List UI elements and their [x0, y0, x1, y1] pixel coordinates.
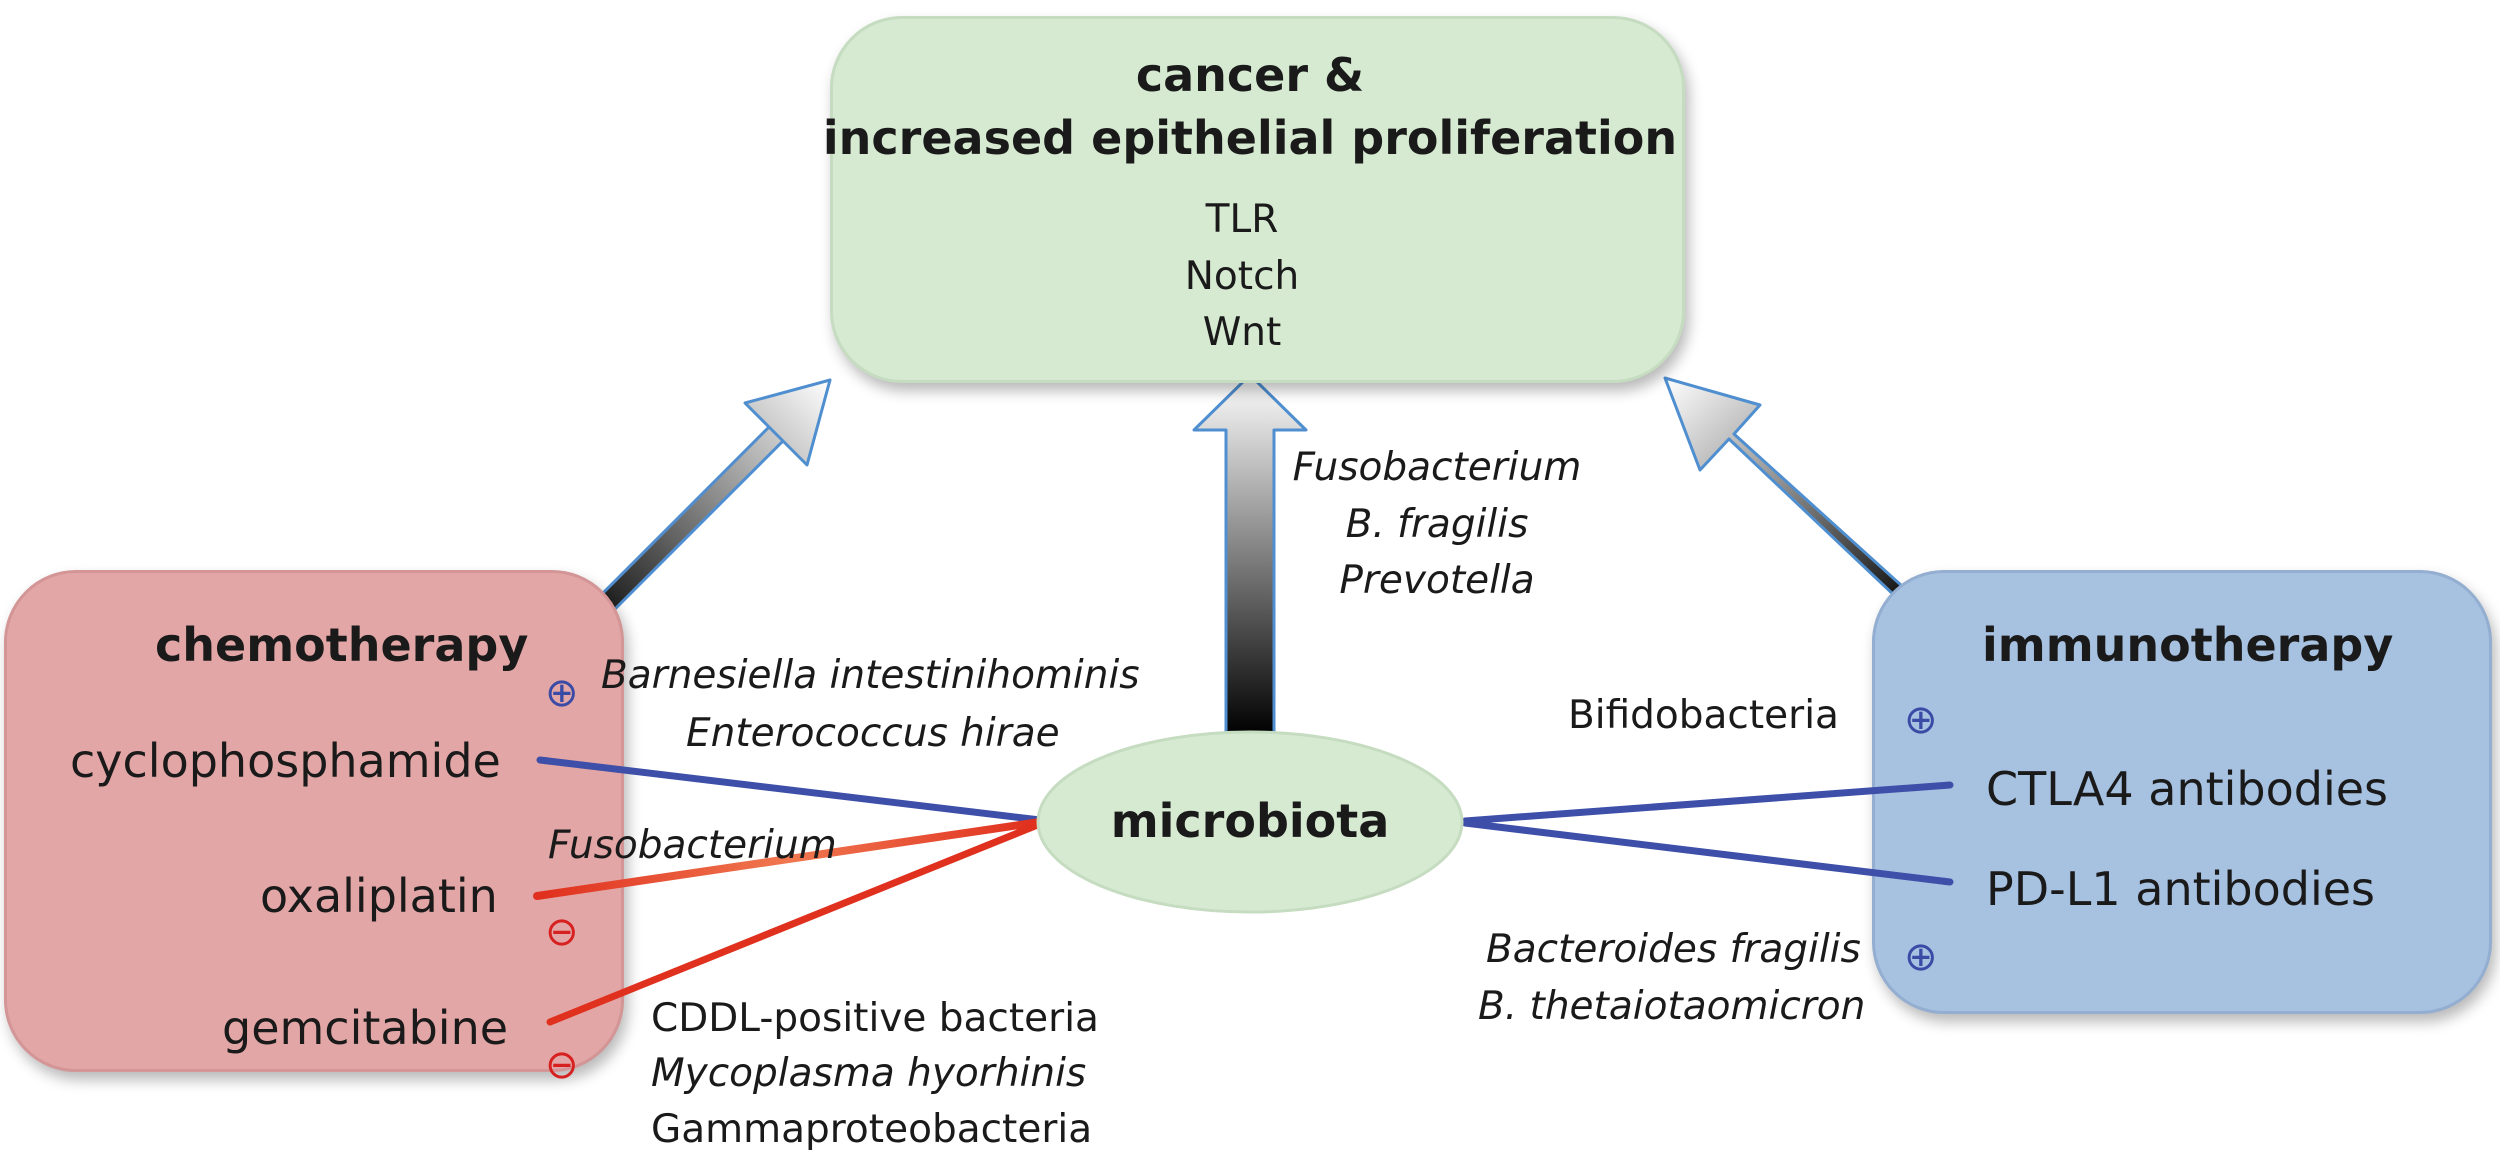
- immunotherapy-box: [1872, 570, 2492, 1014]
- bacteria-barnesiella: Barnesiella intestinihominis: [601, 653, 1140, 698]
- bacteria-gammaproteobacteria: Gammaproteobacteria: [651, 1107, 1093, 1152]
- microbiota-ellipse: [1036, 730, 1464, 914]
- arrow-immuno-to-cancer: [1663, 376, 1925, 617]
- arrow-chemo-to-cancer: [574, 378, 832, 636]
- immunotherapy-title: immunotherapy: [1982, 618, 2394, 672]
- bacteria-fusobacterium-oxaliplatin: Fusobacterium: [548, 823, 837, 868]
- plus-icon-ctla4: ⊕: [1904, 697, 1938, 743]
- bacteria-bifidobacteria: Bifidobacteria: [1568, 693, 1839, 738]
- chemotherapy-box: [4, 570, 624, 1072]
- bacteria-b-fragilis: B. fragilis: [1345, 502, 1529, 547]
- arrow-microbiota-to-pdl1: [1461, 819, 1954, 886]
- plus-icon-pdl1: ⊕: [1904, 934, 1938, 980]
- arrow-microbiota-to-gemcitabine: [546, 820, 1044, 1026]
- pathway-wnt: Wnt: [1202, 310, 1282, 355]
- arrow-microbiota-to-cyclophosphamide: [536, 756, 1044, 824]
- chemotherapy-title: chemotherapy: [155, 618, 529, 672]
- bacteria-enterococcus-hirae: Enterococcus hirae: [686, 711, 1060, 756]
- bacteria-bacteroides-fragilis: Bacteroides fragilis: [1486, 927, 1861, 972]
- pathway-notch: Notch: [1184, 254, 1300, 299]
- drug-gemcitabine: gemcitabine: [222, 1001, 509, 1055]
- bacteria-cddl-positive: CDDL-positive bacteria: [651, 996, 1099, 1041]
- drug-cyclophosphamide: cyclophosphamide: [70, 734, 501, 788]
- microbiota-label: microbiota: [1110, 794, 1390, 848]
- minus-icon-gemcitabine: ⊖: [545, 1042, 579, 1088]
- arrow-microbiota-to-oxaliplatin: [533, 818, 1044, 900]
- drug-oxaliplatin: oxaliplatin: [260, 869, 498, 923]
- cancer-title-line1: cancer &: [1135, 48, 1365, 102]
- cancer-title-line2: increased epithelial proliferation: [822, 111, 1678, 165]
- bacteria-mycoplasma-hyorhinis: Mycoplasma hyorhinis: [651, 1051, 1087, 1096]
- plus-icon-cyclophosphamide: ⊕: [545, 670, 579, 716]
- drug-ctla4-antibodies: CTLA4 antibodies: [1986, 762, 2389, 816]
- pathway-tlr: TLR: [1205, 197, 1279, 242]
- minus-icon-oxaliplatin: ⊖: [545, 909, 579, 955]
- arrow-microbiota-to-ctla4: [1461, 781, 1954, 825]
- cancer-box: [830, 16, 1685, 383]
- bacteria-b-thetaiotaomicron: B. thetaiotaomicron: [1478, 984, 1866, 1029]
- bacteria-prevotella: Prevotella: [1339, 558, 1535, 603]
- drug-pdl1-antibodies: PD-L1 antibodies: [1986, 862, 2376, 916]
- bacteria-fusobacterium: Fusobacterium: [1292, 445, 1582, 490]
- arrow-microbiota-to-cancer: [1192, 373, 1308, 737]
